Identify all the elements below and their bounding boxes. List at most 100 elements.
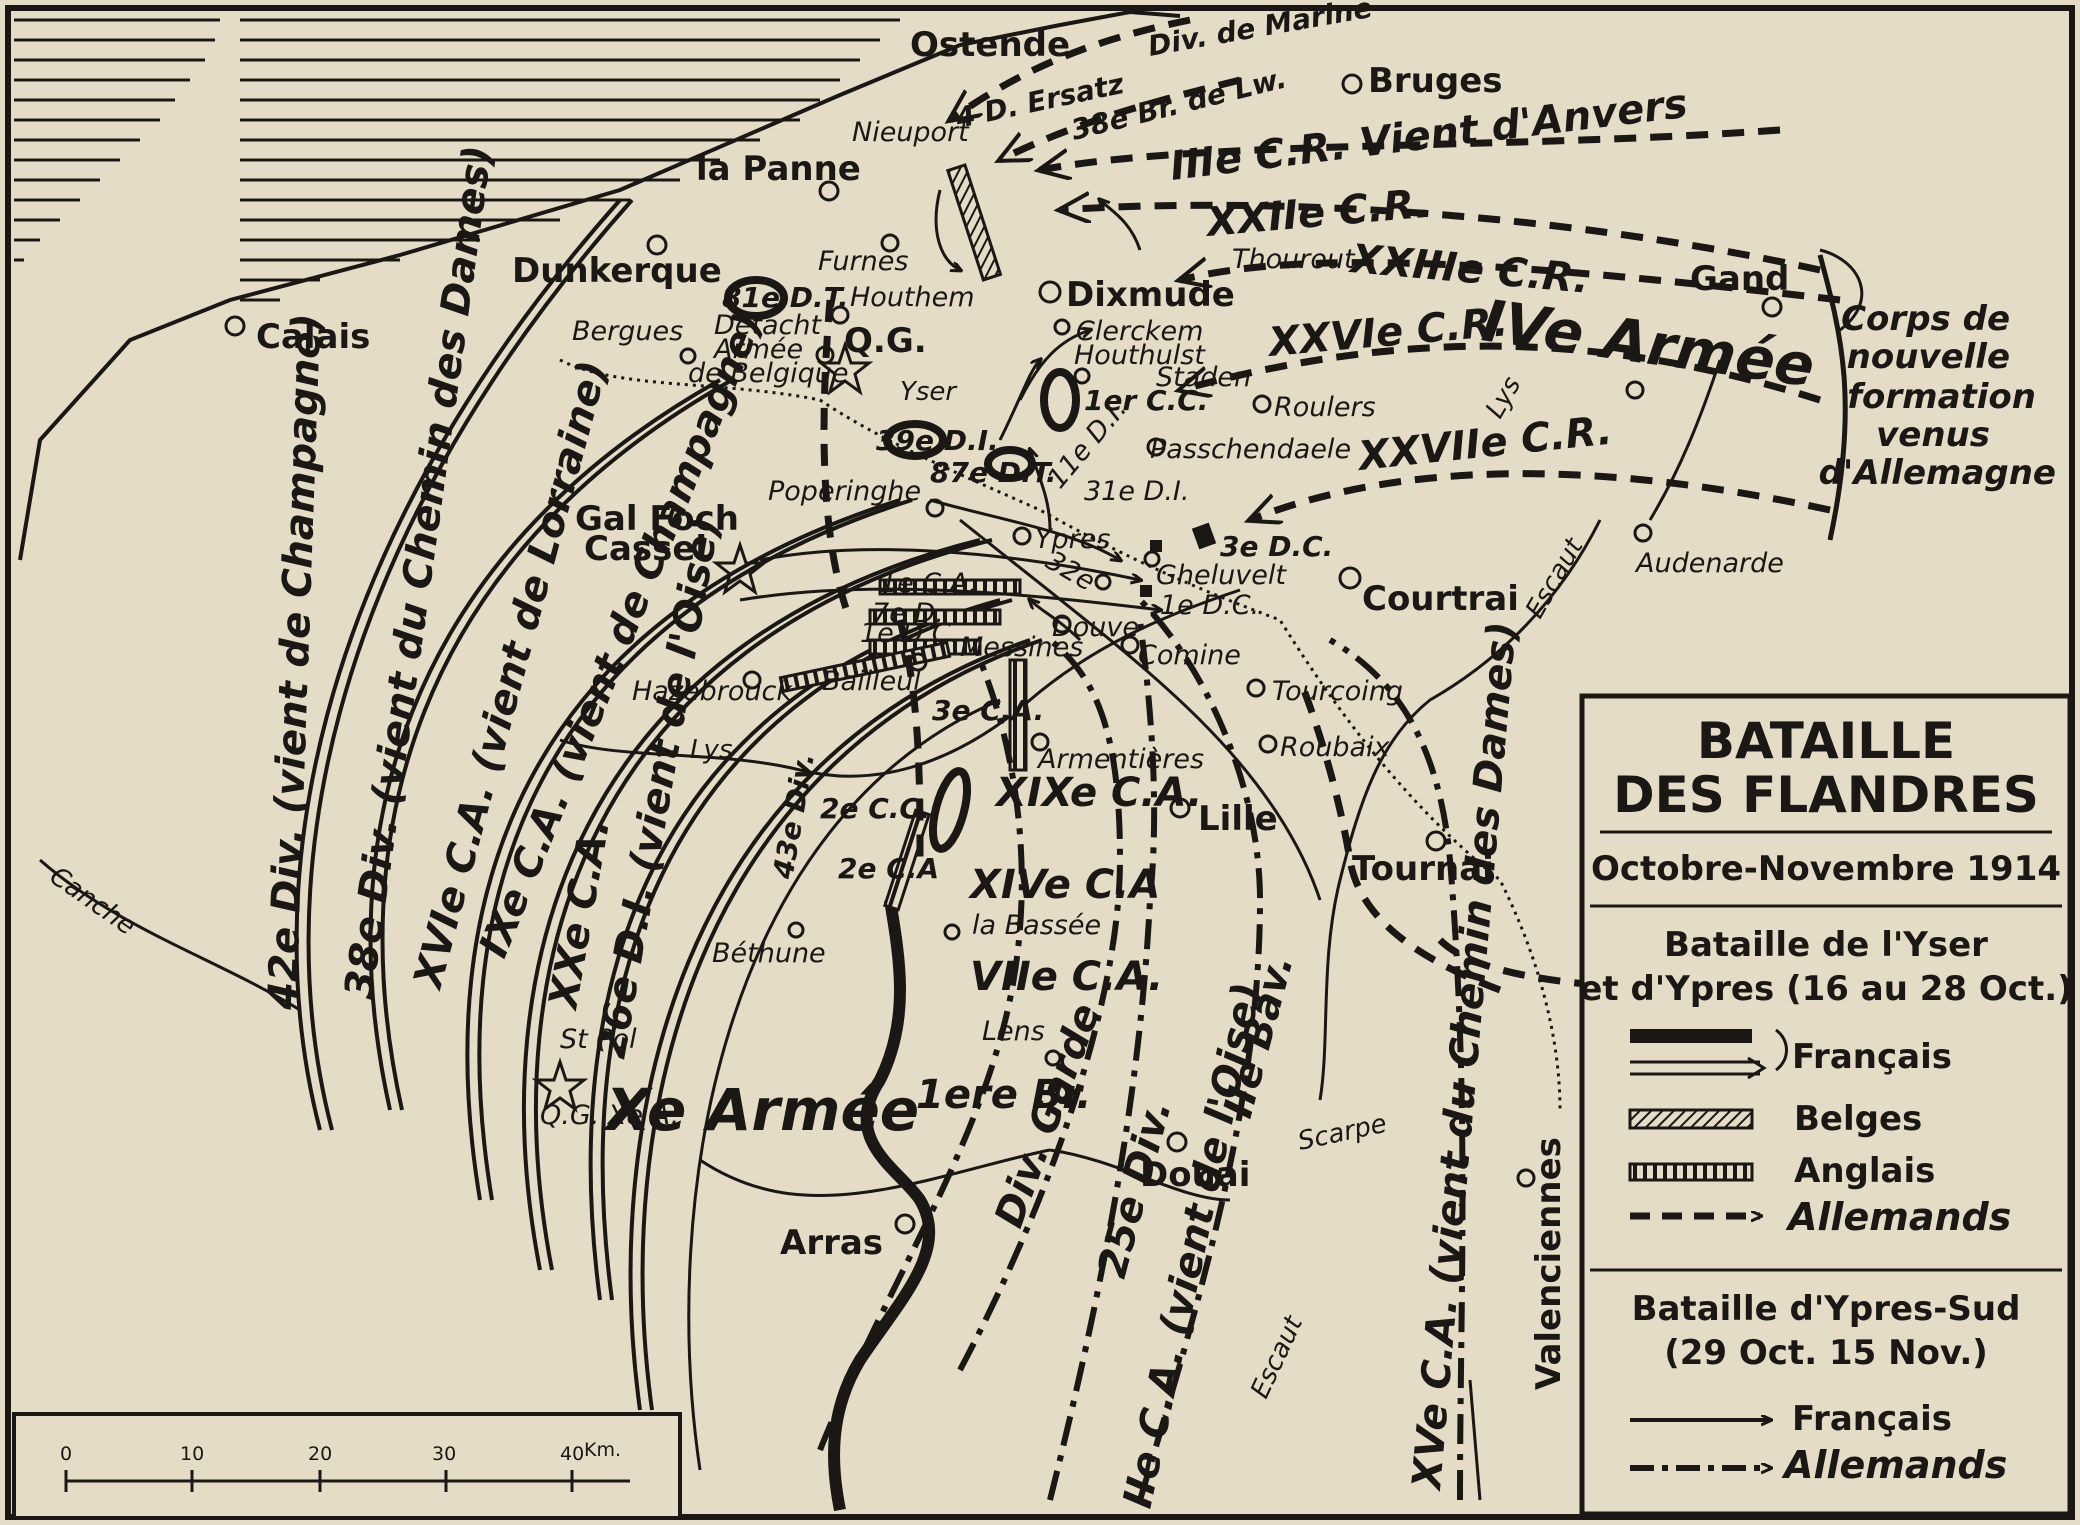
label-qg: Q.G.: [844, 321, 927, 361]
label-ostende: Ostende: [910, 25, 1070, 65]
legend-anglais: Anglais: [1794, 1151, 1935, 1191]
label-2ca: 2e C.A: [838, 852, 939, 885]
corps-note-line-5: d'Allemagne: [1819, 453, 2056, 493]
label-houthulst: Houthulst: [1074, 340, 1206, 371]
coastline: [18, 9, 1181, 561]
label-roubaix: Roubaix: [1280, 732, 1391, 763]
corps-note-line-2: nouvelle: [1847, 337, 2010, 377]
label-hazebrouck: Hazebrouck: [632, 676, 793, 707]
label-messines: Messines: [960, 632, 1083, 663]
legend-allemands: Allemands: [1785, 1195, 2011, 1239]
label-dunkerque: Dunkerque: [512, 251, 722, 291]
legend-belges-swatch: [1628, 1108, 1754, 1130]
label-bethune: Béthune: [712, 938, 826, 969]
label-calais: Calais: [256, 317, 370, 357]
label-audenarde: Audenarde: [1634, 548, 1784, 579]
legend-francais: Français: [1792, 1037, 1952, 1077]
label-dixmude: Dixmude: [1066, 275, 1235, 315]
frontier: [559, 358, 1562, 1111]
label-lys-2: Lys: [1480, 372, 1527, 424]
label-1ere-br: 1ere Br.: [916, 1072, 1091, 1118]
town-markers: [224, 73, 1783, 1235]
sea-hatching: [14, 18, 220, 262]
label-passchendaele: Passchendaele: [1150, 434, 1351, 465]
label-nieuport: Nieuport: [852, 117, 970, 148]
label-detach: Détacht: [714, 310, 822, 341]
label-scarpe: Scarpe: [1295, 1109, 1389, 1157]
corps-note-line-3: formation: [1847, 377, 2036, 417]
label-iv-armee: IVe Armée: [1478, 287, 1819, 401]
scale-tick-0: 0: [60, 1443, 72, 1465]
label-bruges: Bruges: [1368, 61, 1503, 101]
label-douve: Douve: [1052, 612, 1139, 643]
label-de-belgique: de Belgique: [688, 358, 848, 389]
label-bergues: Bergues: [572, 316, 683, 347]
legend: BATAILLE DES FLANDRES Octobre-Novembre 1…: [1579, 693, 2073, 1517]
cavalry-flags: [1140, 522, 1217, 597]
label-81di: 81e D.T.: [722, 281, 849, 314]
label-thourout: Thourout: [1232, 244, 1356, 275]
misc-lines: [1648, 248, 1864, 521]
label-ypres: Ypres: [1035, 524, 1110, 555]
label-xxvi-cr: XXVIe C.R.: [1264, 299, 1510, 366]
label-douai: Douai: [1140, 1155, 1250, 1195]
label-gand: Gand: [1690, 259, 1789, 299]
label-qg-xa: Q.G. Xe A.: [540, 1100, 679, 1131]
label-comine: Comine: [1138, 640, 1241, 671]
label-xxii-cr: XXIIe C.R.: [1202, 181, 1432, 247]
scale-bar: 0 10 20 30 40 Km.: [12, 1412, 682, 1520]
label-clerckem: Clerckem: [1076, 316, 1203, 347]
label-1ca: 1e C.A.: [880, 568, 977, 599]
scale-tick-40: 40: [560, 1443, 584, 1465]
scale-tick-20: 20: [308, 1443, 332, 1465]
legend-francais-2: Français: [1792, 1399, 1952, 1439]
label-87dt: 87e D.T.: [930, 456, 1057, 489]
label-lys: Lys: [690, 735, 733, 765]
legend-title-2: DES FLANDRES: [1613, 766, 2039, 824]
label-tournai: Tournai: [1352, 849, 1494, 889]
label-poperinghe: Poperinghe: [768, 476, 921, 507]
label-xix: XIXe C.A.: [993, 770, 1203, 816]
label-xxvii-cr: XXVIIe C.R.: [1353, 408, 1614, 481]
label-arras: Arras: [780, 1223, 883, 1263]
label-la-panne: la Panne: [696, 149, 861, 189]
corps-bracket: [1817, 254, 1848, 541]
label-bailleul: Bailleul: [822, 666, 921, 697]
label-31di: 31e D.I.: [1084, 476, 1189, 507]
belgian-line: [945, 163, 1003, 282]
label-1dci: 1e D.C.: [860, 618, 959, 649]
label-houthem: Houthem: [850, 282, 975, 313]
label-armentieres: Armentières: [1036, 744, 1204, 775]
scale-unit: Km.: [584, 1439, 621, 1461]
corps-note: Corps de nouvelle formation venus d'Alle…: [1819, 299, 2056, 493]
legend-section-1-line-1: Bataille de l'Yser: [1664, 925, 1988, 965]
unit-ellipses: [724, 276, 1080, 853]
french-front-line: [828, 899, 936, 1512]
legend-title-1: BATAILLE: [1697, 712, 1955, 770]
legend-section-2-line-2: (29 Oct. 15 Nov.): [1664, 1333, 1988, 1373]
label-39di: 39e D.I.: [876, 424, 999, 457]
label-lens: Lens: [982, 1016, 1045, 1047]
label-foch: Gal Foch: [575, 499, 739, 539]
label-canche: Canche: [44, 861, 141, 941]
legend-allemands-2: Allemands: [1781, 1443, 2007, 1487]
corps-note-line-1: Corps de: [1841, 299, 2010, 339]
label-lille: Lille: [1198, 799, 1278, 839]
legend-dates: Octobre-Novembre 1914: [1591, 849, 2061, 889]
label-cassel: Cassel: [584, 529, 707, 569]
scale-tick-10: 10: [180, 1443, 204, 1465]
label-3dc: 3e D.C.: [1220, 530, 1333, 563]
label-valenciennes: Valenciennes: [1529, 1137, 1569, 1390]
label-vii: VIIe C.A.: [970, 954, 1163, 1000]
label-x-armee: Xe Armée: [603, 1076, 919, 1144]
corps-note-line-4: venus: [1876, 415, 1990, 455]
german-dashdot-lines: [817, 597, 1466, 1501]
label-xiv: XIVe C.A: [967, 862, 1160, 908]
label-yser: Yser: [900, 377, 958, 407]
label-42div: 42e Div. (vient de Champagne): [260, 313, 330, 1012]
label-3ca: 3e C.A.: [932, 694, 1044, 727]
label-staden: Staden: [1156, 362, 1251, 393]
label-1er-cc: 1er C.C.: [1084, 384, 1208, 417]
